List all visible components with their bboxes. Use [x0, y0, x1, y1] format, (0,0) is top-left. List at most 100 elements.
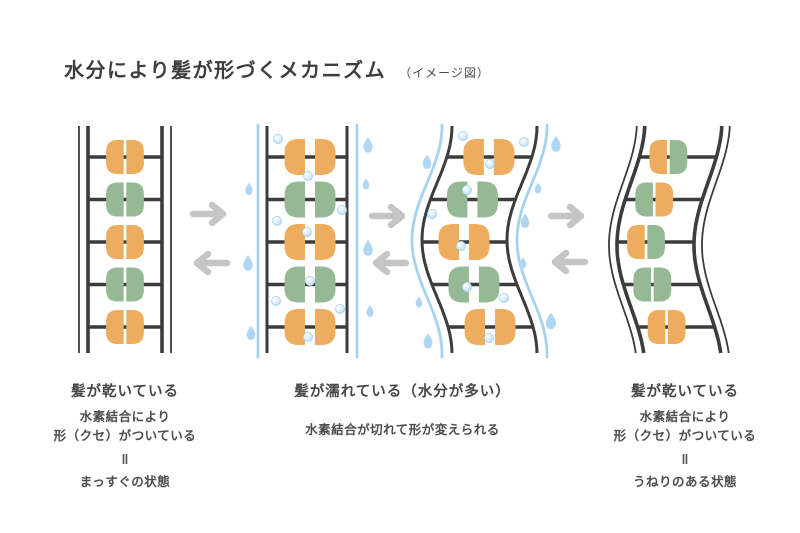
bond-half-left	[633, 267, 652, 302]
bond-half-right	[315, 181, 336, 218]
caption-dry-straight: 髪が乾いている 水素結合により 形（クセ）がついている ‖ まっすぐの状態	[20, 380, 230, 490]
water-drop	[519, 257, 527, 269]
bond-half-left	[106, 225, 124, 259]
water-drop	[422, 154, 432, 170]
water-drop	[362, 178, 370, 190]
water-drop	[520, 213, 530, 229]
transition-arrows	[547, 203, 589, 275]
title-block: 水分により髪が形づくメカニズム （イメージ図）	[64, 54, 490, 83]
bond-half-right	[667, 310, 686, 344]
water-molecule	[485, 159, 495, 169]
water-molecule	[335, 304, 345, 314]
bond-half-right	[315, 139, 336, 175]
water-drop	[415, 296, 423, 308]
water-molecule	[305, 276, 315, 286]
hair-rail	[615, 125, 647, 354]
water-film-line	[410, 123, 444, 359]
arrow-left	[551, 249, 589, 275]
bond-half-left	[464, 309, 486, 345]
water-molecule	[302, 227, 312, 237]
bond-half-right	[495, 309, 516, 345]
bond-half-right	[469, 224, 490, 260]
water-drop	[545, 312, 557, 330]
caption-line: 形（クセ）がついている	[613, 428, 757, 443]
arrow-right	[189, 201, 227, 227]
bond-half-left	[106, 140, 124, 174]
water-molecule	[499, 293, 509, 303]
water-molecule	[427, 209, 437, 219]
bond-half-left	[284, 309, 305, 345]
caption-line: 水素結合により	[639, 410, 731, 424]
caption-heading: 髪が濡れている（水分が多い）	[294, 384, 511, 400]
panel-hair-dry-wavy	[608, 125, 731, 354]
bond-half-right	[669, 140, 688, 174]
water-drop	[243, 254, 253, 271]
bond-half-right	[126, 182, 144, 217]
water-molecule	[484, 333, 494, 343]
caption-state: まっすぐの状態	[79, 474, 171, 489]
water-molecule	[337, 205, 347, 215]
hair-rail	[420, 125, 454, 354]
bond-half-left	[284, 266, 305, 303]
caption-line: 水素結合が切れて形が変えられる	[305, 423, 500, 437]
bond-half-left	[649, 140, 668, 174]
water-molecule	[458, 131, 468, 141]
arrow-left	[372, 250, 410, 276]
water-film-line	[515, 123, 549, 359]
panel-hair-wet-wavy	[410, 123, 561, 359]
bond-half-left	[463, 139, 484, 175]
bond-half-left	[627, 225, 645, 259]
bond-half-right	[126, 310, 144, 344]
transition-arrows	[189, 201, 231, 276]
bond-half-left	[106, 310, 124, 344]
water-molecule	[519, 137, 529, 147]
equals-mark: ‖	[681, 450, 689, 467]
bond-half-left	[647, 310, 666, 344]
arrow-left	[193, 250, 231, 276]
bond-half-right	[126, 225, 144, 259]
bond-half-left	[106, 182, 124, 217]
water-drop	[551, 135, 561, 152]
water-molecule	[303, 332, 313, 342]
water-drop	[363, 239, 373, 256]
bond-half-right	[493, 139, 515, 175]
bond-half-right	[315, 224, 336, 260]
caption-line: 水素結合により	[79, 410, 171, 424]
bond-half-left	[448, 266, 469, 303]
hair-rail	[608, 125, 638, 354]
bond-half-left	[284, 224, 305, 260]
bond-half-right	[315, 309, 336, 345]
bond-half-right	[478, 266, 500, 303]
bond-half-left	[635, 182, 653, 217]
bond-half-left	[284, 181, 305, 218]
hair-rail	[701, 125, 731, 354]
water-drop	[534, 182, 542, 194]
caption-dry-wavy: 髪が乾いている 水素結合により 形（クセ）がついている ‖ うねりのある状態	[575, 380, 795, 490]
bond-half-left	[106, 267, 124, 302]
bond-half-right	[315, 266, 336, 303]
bond-half-right	[655, 182, 674, 217]
hair-rail	[692, 125, 724, 354]
caption-state: うねりのある状態	[632, 474, 737, 489]
transition-arrows	[368, 203, 410, 276]
bond-half-left	[438, 224, 460, 260]
bond-half-right	[126, 267, 144, 302]
water-drop	[246, 325, 256, 341]
water-molecule	[303, 171, 313, 181]
bond-half-right	[477, 181, 498, 218]
water-molecule	[273, 134, 283, 144]
water-drop	[363, 137, 373, 153]
caption-heading: 髪が乾いている	[70, 384, 180, 400]
bond-half-right	[653, 267, 672, 302]
bond-half-left	[284, 139, 305, 175]
equals-mark: ‖	[121, 450, 129, 467]
panel-hair-wet-straight	[243, 123, 374, 359]
hair-rail	[505, 125, 539, 354]
water-drop	[366, 304, 374, 317]
arrow-right	[368, 203, 406, 229]
panel-hair-dry-straight	[78, 126, 172, 353]
caption-heading: 髪が乾いている	[630, 384, 740, 400]
water-drop	[245, 182, 253, 196]
